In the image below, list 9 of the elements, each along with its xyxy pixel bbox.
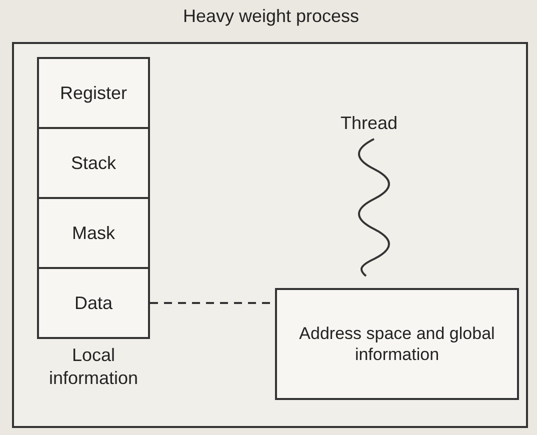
local-info-cell: Mask (37, 197, 150, 269)
process-label: Heavy weight process (182, 6, 360, 27)
local-info-cell: Register (37, 57, 150, 129)
local-info-cell: Data (37, 267, 150, 339)
process-frame (12, 42, 528, 428)
local-info-caption: Local information (48, 344, 140, 389)
global-info-box: Address space and global information (275, 288, 519, 400)
thread-label: Thread (339, 112, 399, 134)
local-info-cell: Stack (37, 127, 150, 199)
